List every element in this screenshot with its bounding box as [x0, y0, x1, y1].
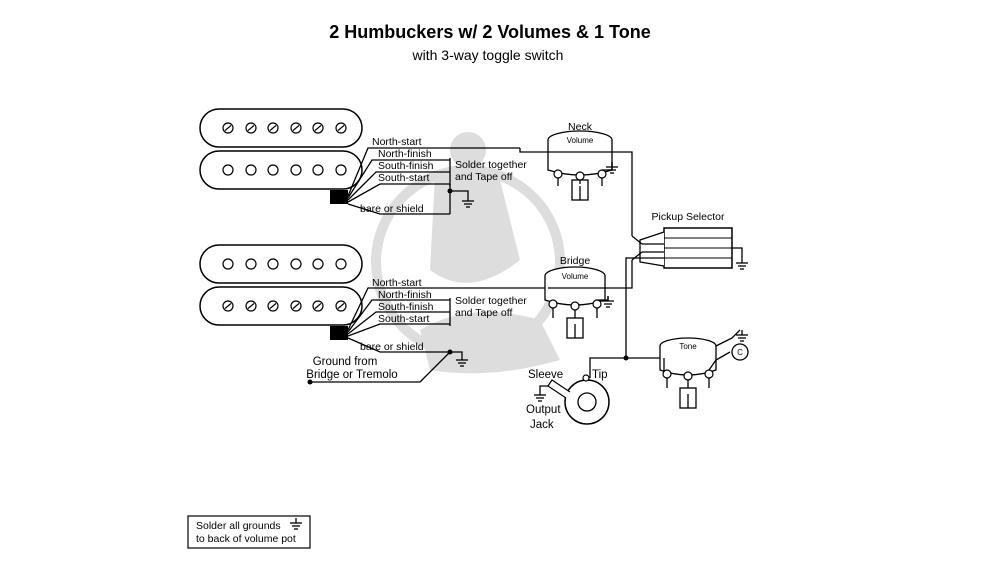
bridge-wire-south-start-label: South-start [378, 313, 429, 325]
tone-pot-label: Tone [679, 342, 697, 351]
jack-tip-label: Tip [592, 369, 608, 381]
pickup-selector-label: Pickup Selector [652, 211, 725, 223]
jack-label-line1: Output [526, 404, 561, 416]
neck-wire-north-finish-label: North-finish [378, 148, 432, 160]
jack-ground-icon [533, 389, 547, 402]
bridge-solder-note-line2: and Tape off [455, 307, 512, 319]
bridge-volume-pot [544, 266, 606, 339]
neck-pickup-coil-top [199, 108, 363, 148]
ground-note-line1: Solder all grounds [196, 520, 281, 532]
watermark-logo [371, 132, 565, 374]
selector-ground-icon [735, 257, 749, 270]
neck-volume-caption: Neck [568, 121, 593, 133]
bridge-shield-label: bare or shield [360, 341, 424, 353]
bridge-wire-north-finish-label: North-finish [378, 289, 432, 301]
tone-pot [659, 337, 717, 409]
neck-solder-note-line1: Solder together [455, 159, 527, 171]
neck-volume-pot-label: Volume [567, 136, 594, 145]
neck-wire-south-finish-label: South-finish [378, 160, 434, 172]
diagram-subtitle: with 3-way toggle switch [412, 47, 564, 63]
ground-from-label-line2: Bridge or Tremolo [306, 369, 397, 381]
neck-pickup-coil-bottom [199, 150, 363, 190]
ground-note-box [187, 515, 311, 549]
bridge-wire-south-finish-label: South-finish [378, 301, 434, 313]
jack-label-line2: Jack [530, 419, 554, 431]
bridge-pickup [199, 244, 548, 353]
bridge-volume-pot-label: Volume [562, 272, 589, 281]
output-jack [547, 374, 610, 425]
bridge-pickup-coil-top [199, 244, 363, 284]
bridge-wire-north-start-label: North-start [372, 277, 422, 289]
pickup-selector-switch [639, 227, 733, 269]
neck-shield-label: bare or shield [360, 203, 424, 215]
neck-wire-north-start-label: North-start [372, 136, 422, 148]
diagram-title: 2 Humbuckers w/ 2 Volumes & 1 Tone [329, 22, 650, 42]
capacitor-label: C [737, 348, 743, 357]
ground-from-label-line1: Ground from [313, 356, 378, 368]
neck-wire-south-start-label: South-start [378, 172, 429, 184]
bridge-solder-note-line1: Solder together [455, 295, 527, 307]
jack-sleeve-label: Sleeve [528, 369, 563, 381]
bridge-volume-caption: Bridge [560, 255, 591, 267]
neck-solder-note-line2: and Tape off [455, 171, 512, 183]
bridge-pickup-coil-bottom [199, 286, 363, 326]
ground-note-line2: to back of volume pot [196, 533, 296, 545]
neck-pickup [199, 108, 520, 215]
capacitor-icon [731, 343, 749, 361]
